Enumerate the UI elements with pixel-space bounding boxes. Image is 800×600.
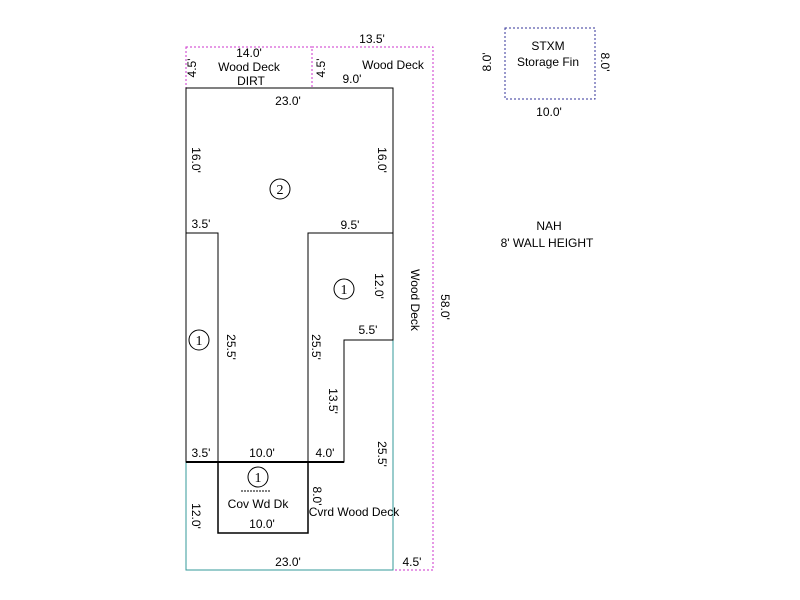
dim-bottom-left-jog: 3.5': [192, 446, 211, 460]
floor-marker-left-wing: 1: [188, 329, 210, 351]
dim-storage-left: 8.0': [480, 53, 494, 72]
dim-covered-left: 12.0': [189, 503, 203, 529]
floor-marker-upper: 2: [269, 178, 291, 200]
dim-left-wing-height: 25.5': [224, 334, 238, 360]
dim-right-upper-height: 12.0': [372, 273, 386, 299]
deck-outlines: [185, 27, 596, 571]
dim-storage-right: 8.0': [598, 53, 612, 72]
dim-main-top: 23.0': [275, 94, 301, 108]
label-wood-deck-right: Wood Deck: [362, 58, 425, 72]
dim-center-left-height: 25.5': [309, 334, 323, 360]
floor-marker-right-wing-text: 1: [341, 283, 348, 298]
dim-overall-right: 58.0': [438, 294, 452, 320]
label-nah: NAH: [536, 219, 561, 233]
dim-step-height: 13.5': [326, 388, 340, 414]
floor-marker-upper-text: 2: [277, 183, 284, 198]
dim-bottom-total: 23.0': [275, 555, 301, 569]
dim-main-left-upper: 16.0': [189, 147, 203, 173]
floor-marker-left-wing-text: 1: [196, 334, 203, 349]
floor-marker-covered: 1: [247, 466, 269, 488]
dim-left-jog: 3.5': [192, 217, 211, 231]
label-wood-deck-vertical: Wood Deck: [408, 269, 422, 332]
dim-bottom-right-jog: 4.0': [316, 446, 335, 460]
main-outline: [185, 87, 394, 463]
dim-covered-bottom: 10.0': [249, 517, 275, 531]
floor-marker-covered-text: 1: [255, 471, 262, 486]
dim-bottom-right-corner: 4.5': [403, 555, 422, 569]
dimension-labels: 14.0' 4.5' 4.5' 13.5' 9.0' 23.0' 16.0' 1…: [185, 32, 612, 569]
dim-deck-right-width: 9.0': [343, 72, 362, 86]
center-notch: [186, 232, 393, 462]
label-storage-name: Storage Fin: [517, 55, 579, 69]
dim-top-deck-width: 14.0': [236, 46, 262, 60]
building-walls: [185, 87, 394, 534]
label-storage-code: STXM: [531, 39, 564, 53]
dim-step-width: 5.5': [359, 323, 378, 337]
label-cov-wd-dk: Cov Wd Dk: [228, 497, 290, 511]
label-wall-height: 8' WALL HEIGHT: [501, 236, 594, 250]
area-labels: Wood Deck DIRT Wood Deck Wood Deck Cov W…: [218, 39, 594, 519]
floor-markers: 2 1 1 1: [188, 178, 355, 488]
dim-storage-bottom: 10.0': [536, 105, 562, 119]
covered-box: [217, 462, 309, 534]
dim-overall-top: 13.5': [359, 32, 385, 46]
dim-right-jog: 9.5': [341, 218, 360, 232]
dim-left-deck-depth: 4.5': [185, 59, 199, 78]
dim-bottom-center: 10.0': [249, 446, 275, 460]
storage-outline: [504, 27, 596, 100]
label-wood-deck-top: Wood Deck: [218, 60, 281, 74]
right-deck-outline: [312, 46, 434, 571]
label-dirt: DIRT: [237, 74, 265, 88]
label-cvrd-wood-deck: Cvrd Wood Deck: [309, 505, 400, 519]
dim-right-lower: 25.5': [375, 441, 389, 467]
dim-main-right-upper: 16.0': [375, 147, 389, 173]
covered-deck-outline: [185, 340, 394, 571]
dim-covered-right: 8.0': [310, 487, 324, 506]
dim-mid-deck-depth: 4.5': [314, 59, 328, 78]
floor-marker-right-wing: 1: [333, 278, 355, 300]
